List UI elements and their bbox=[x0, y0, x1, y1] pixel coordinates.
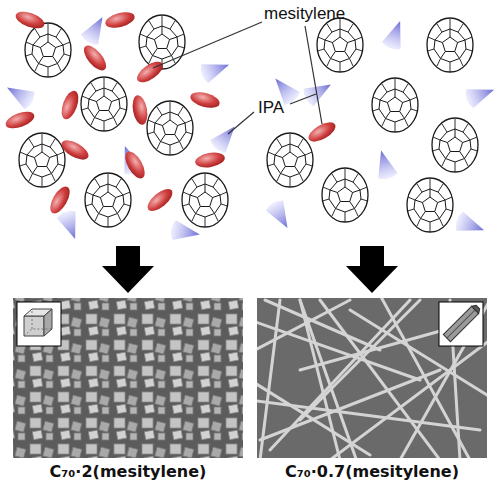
left-molecules bbox=[2, 8, 242, 244]
crystal-caption: C₇₀·0.7(mesitylene) bbox=[250, 463, 494, 481]
sem-image-cubes bbox=[13, 298, 243, 458]
right-molecules bbox=[264, 17, 497, 239]
down-arrows bbox=[102, 246, 398, 293]
leader-lines bbox=[153, 22, 322, 134]
molecule-label: IPA bbox=[258, 98, 284, 118]
crystal-caption: C₇₀·2(mesitylene) bbox=[6, 463, 250, 481]
sem-image-rods bbox=[250, 295, 495, 470]
molecule-label: mesitylene bbox=[264, 4, 345, 24]
